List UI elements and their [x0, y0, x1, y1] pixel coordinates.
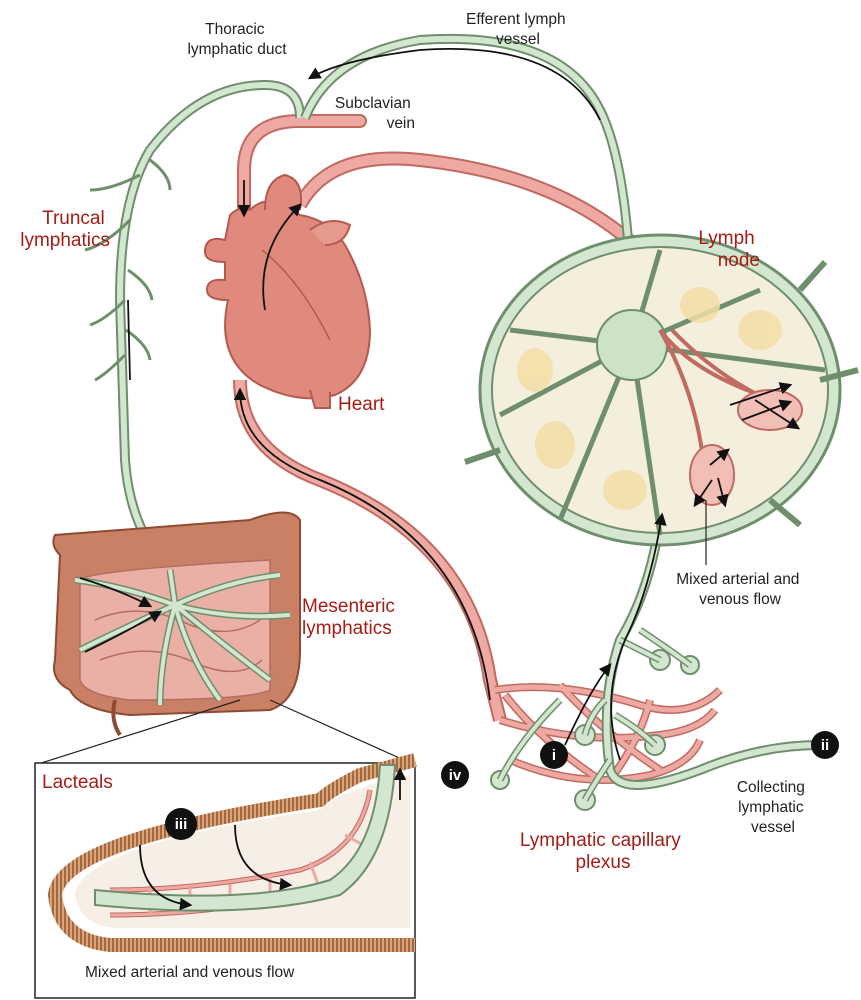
svg-text:ii: ii: [821, 737, 829, 754]
marker-i: i: [540, 741, 568, 769]
marker-ii: ii: [811, 731, 839, 759]
svg-text:iii: iii: [175, 816, 188, 833]
label-collecting-lymphatic-vessel: Collecting lymphatic vessel: [737, 779, 809, 836]
label-mixed-flow-lacteal: Mixed arterial and venous flow: [85, 964, 295, 981]
label-thoracic-duct: Thoracic lymphatic duct: [187, 21, 287, 58]
lacteals-inset: [35, 760, 415, 998]
label-truncal-lymphatics: Truncal lymphatics: [20, 208, 110, 251]
label-mixed-flow-node: Mixed arterial and venous flow: [676, 571, 804, 608]
label-lacteals: Lacteals: [42, 772, 113, 793]
label-heart: Heart: [338, 394, 385, 415]
svg-text:i: i: [552, 747, 556, 764]
heart: [205, 175, 370, 408]
label-lymphatic-capillary-plexus: Lymphatic capillary plexus: [520, 830, 686, 873]
svg-text:iv: iv: [449, 767, 462, 784]
label-mesenteric-lymphatics: Mesenteric lymphatics: [302, 596, 400, 639]
marker-iii: iii: [165, 808, 197, 840]
marker-iv: iv: [441, 761, 469, 789]
intestine: [53, 513, 300, 736]
lymph-node: [465, 235, 858, 545]
